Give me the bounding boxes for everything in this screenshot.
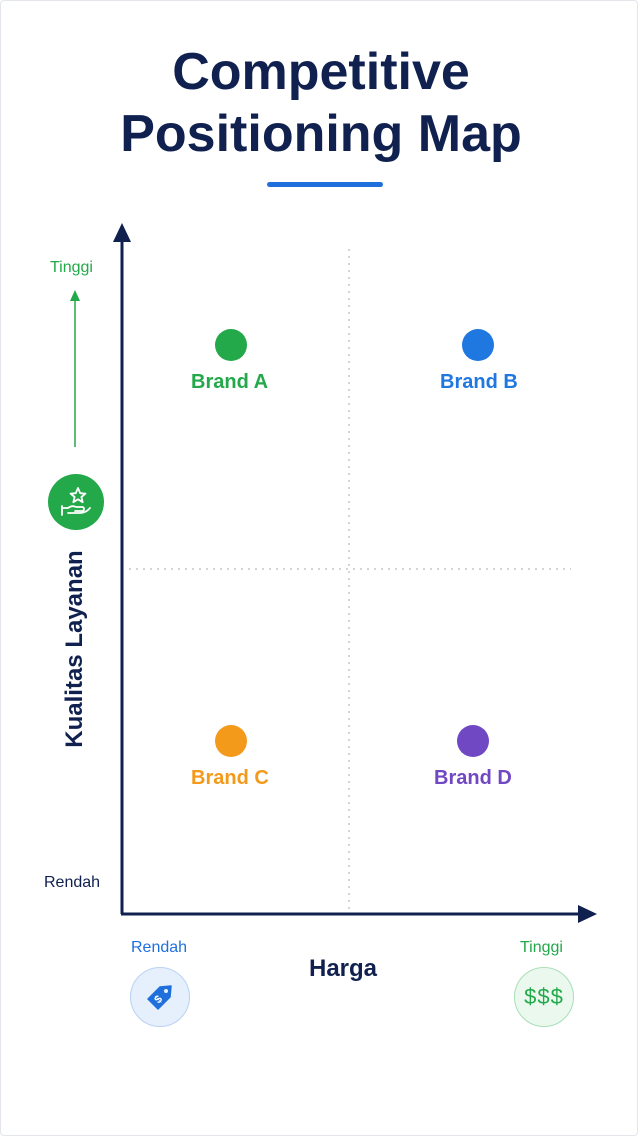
title-line-1: Competitive [172,43,470,101]
price-tag-glyph: $ [147,985,172,1010]
brand-c-label: Brand C [191,767,269,789]
price-tag-icon: $ [130,967,190,1027]
y-axis-title: Kualitas Layanan [61,550,88,748]
brand-c-point [215,725,247,757]
x-axis-low-label: Rendah [131,939,188,956]
brand-b-point [462,329,494,361]
high-price-icon: $$$ [514,967,574,1027]
brand-d-point [457,725,489,757]
brand-a-point [215,329,247,361]
y-axis-high-label: Tinggi [50,259,93,276]
quality-up-arrowhead [70,290,80,301]
page-title: Competitive Positioning Map [1,41,640,165]
title-underline [267,182,383,187]
hand-star-icon [48,474,104,530]
y-axis-arrowhead [113,223,131,242]
high-price-icon-text: $$$ [524,984,564,1009]
x-axis-title: Harga [309,955,378,982]
brand-d-label: Brand D [434,767,512,789]
brand-b-label: Brand B [440,371,518,393]
brand-a-label: Brand A [191,371,269,393]
x-axis-arrowhead [578,905,597,923]
hand-star-glyph [61,487,91,516]
title-line-2: Positioning Map [120,105,522,163]
y-axis-low-label: Rendah [44,874,101,891]
x-axis-high-label: Tinggi [520,939,563,956]
